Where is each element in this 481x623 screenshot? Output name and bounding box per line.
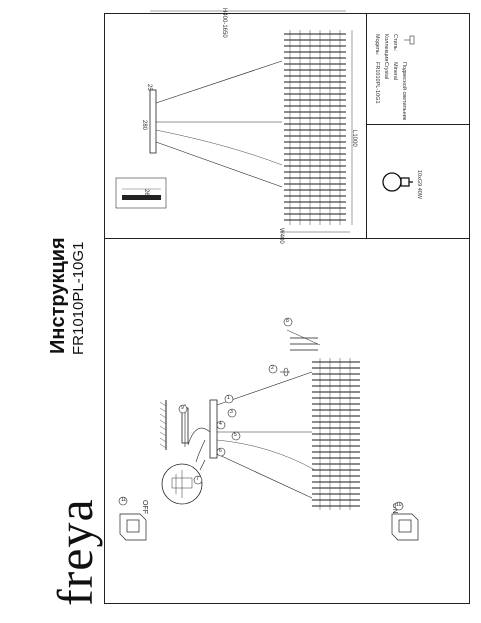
spec-box-divider <box>366 124 470 125</box>
step-markers <box>118 317 404 511</box>
crystal-chandelier-bottom <box>312 358 360 510</box>
pendant-type-icon <box>404 35 415 45</box>
switch-on-box <box>391 513 419 541</box>
step-number: 10 <box>396 502 402 508</box>
step-number: 11 <box>121 497 127 503</box>
install-canopy <box>209 399 218 459</box>
step-number: 9 <box>181 405 184 411</box>
step-number: 3 <box>230 409 233 415</box>
step-number: 8 <box>286 318 289 324</box>
step-number: 2 <box>271 365 274 371</box>
switch-off-box <box>119 513 147 541</box>
top-view-box <box>115 177 167 209</box>
section-divider <box>104 238 470 239</box>
spec-column-divider <box>366 13 367 238</box>
step-number: 4 <box>219 421 222 427</box>
page-frame <box>104 13 470 604</box>
bulb-icon <box>382 172 413 192</box>
crystal-chandelier-top <box>282 30 348 225</box>
canopy-outline <box>149 89 157 154</box>
top-view-crystal-bar <box>122 195 161 200</box>
step-number: 6 <box>219 448 222 454</box>
ceiling-hatch <box>159 400 167 450</box>
step-number: 1 <box>227 395 230 401</box>
step-number: 7 <box>196 476 199 482</box>
step-number: 5 <box>234 432 237 438</box>
detail-magnifier <box>161 463 203 505</box>
